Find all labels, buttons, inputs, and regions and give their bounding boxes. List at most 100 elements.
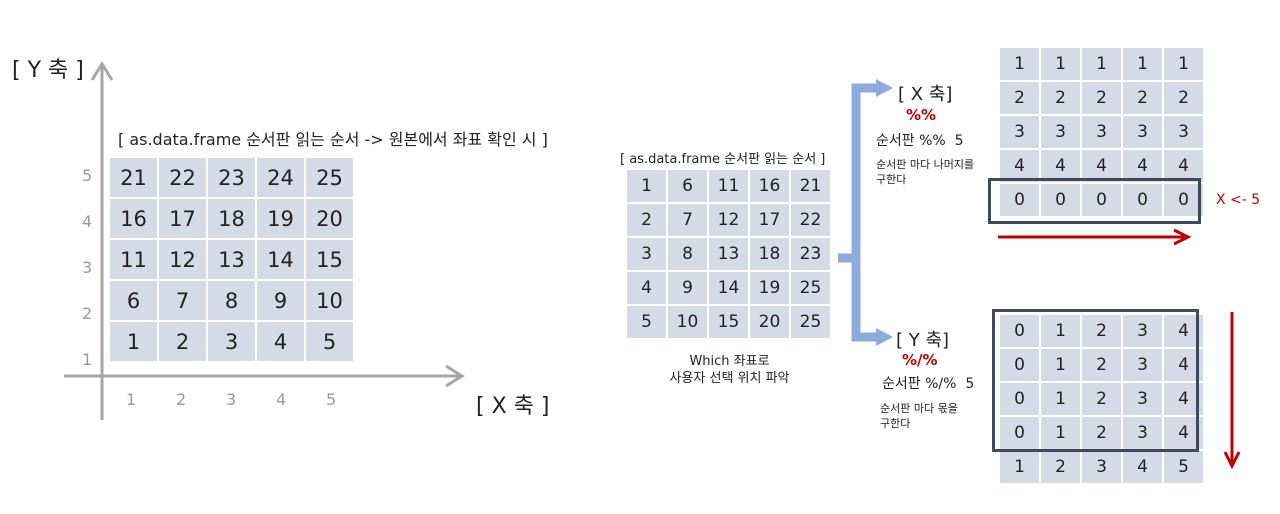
grid-cell: 1 [627,170,666,202]
grid-cell: 0 [1041,184,1080,216]
grid-cell: 2 [1041,451,1080,483]
grid-cell: 1 [1041,315,1080,347]
grid-cell: 0 [1000,315,1039,347]
y-tick-label: 2 [82,304,93,323]
y-axis-arrowhead [90,61,114,81]
grid-cell: 19 [257,199,304,238]
middle-title: [ as.data.frame 순서판 읽는 순서 ] [620,152,826,167]
grid-cell: 20 [750,306,789,338]
grid-cell: 1 [110,322,157,361]
grid-cell: 23 [791,238,830,270]
x-axis-arrowhead [445,364,465,388]
grid-cell: 9 [257,281,304,320]
y-branch-note-line2: 구한다 [880,417,911,430]
grid-cell: 19 [750,272,789,304]
y-tick-label: 4 [82,212,93,231]
grid-cell: 11 [110,240,157,279]
grid-cell: 13 [208,240,255,279]
y-highlight-frame [992,309,1199,452]
y-tick-label: 3 [82,258,93,277]
grid-cell: 20 [306,199,353,238]
grid-cell: 25 [306,158,353,197]
grid-cell: 18 [750,238,789,270]
grid-cell: 3 [1123,349,1162,381]
grid-cell: 4 [1123,150,1162,182]
grid-cell: 21 [110,158,157,197]
grid-cell: 14 [257,240,304,279]
y-branch-operator: %/% [902,351,938,369]
grid-cell: 11 [709,170,748,202]
grid-cell: 23 [208,158,255,197]
grid-cell: 0 [1164,184,1203,216]
grid-cell: 15 [306,240,353,279]
grid-cell: 5 [1164,451,1203,483]
y-branch-note-line1: 순서판 마다 몫을 [880,402,958,415]
grid-cell: 3 [1041,116,1080,148]
x-branch-annotation: X <- 5 [1216,192,1261,208]
grid-cell: 2 [1082,417,1121,449]
y-tick-label: 5 [82,166,93,185]
y-tick-label: 1 [82,350,93,369]
x-axis-label: [ X 축 ] [476,394,550,419]
grid-cell: 7 [159,281,206,320]
grid-cell: 3 [1123,383,1162,415]
grid-cell: 3 [1123,116,1162,148]
grid-cell: 15 [709,306,748,338]
x-branch-expr: 순서판 %% 5 [876,133,964,149]
middle-caption-line1: Which 좌표로 [689,354,770,369]
grid-cell: 25 [791,306,830,338]
grid-cell: 1 [1041,417,1080,449]
grid-cell: 2 [1082,383,1121,415]
grid-cell: 4 [627,272,666,304]
grid-cell: 3 [1000,116,1039,148]
x-tick-label: 3 [226,390,237,409]
grid-cell: 8 [668,238,707,270]
grid-cell: 13 [709,238,748,270]
grid-cell: 1 [1041,383,1080,415]
y-axis-label: [ Y 축 ] [12,58,84,83]
grid-cell: 1 [1082,48,1121,80]
x-branch-label: [ X 축] [898,84,953,105]
grid-cell: 25 [791,272,830,304]
grid-cell: 4 [257,322,304,361]
grid-cell: 12 [709,204,748,236]
grid-cell: 21 [791,170,830,202]
grid-cell: 5 [306,322,353,361]
grid-cell: 1 [1123,48,1162,80]
grid-cell: 2 [159,322,206,361]
grid-cell: 3 [1123,315,1162,347]
grid-cell: 2 [627,204,666,236]
y-branch-expr: 순서판 %/% 5 [882,376,975,392]
grid-cell: 10 [306,281,353,320]
grid-cell: 2 [1082,315,1121,347]
grid-cell: 1 [1041,48,1080,80]
x-branch-note-line2: 구한다 [876,173,907,186]
grid-cell: 1 [1164,48,1203,80]
arrow-to-x-branch [876,79,893,97]
grid-cell: 4 [1041,150,1080,182]
x-tick-label: 4 [276,390,287,409]
grid-cell: 4 [1123,451,1162,483]
left-axes [64,61,465,420]
grid-cell: 9 [668,272,707,304]
grid-cell: 4 [1082,150,1121,182]
middle-caption-line2: 사용자 선택 위치 파악 [669,371,790,386]
grid-cell: 10 [668,306,707,338]
grid-cell: 16 [110,199,157,238]
x-tick-label: 2 [176,390,187,409]
grid-cell: 0 [1082,184,1121,216]
grid-cell: 3 [208,322,255,361]
grid-cell: 7 [668,204,707,236]
x-branch-note-line1: 순서판 마다 나머지를 [876,158,975,171]
grid-cell: 22 [791,204,830,236]
grid-cell: 6 [668,170,707,202]
grid-cell: 0 [1000,383,1039,415]
grid-cell: 4 [1164,150,1203,182]
branch-connector [838,83,878,342]
grid-cell: 12 [159,240,206,279]
grid-cell: 2 [1164,82,1203,114]
